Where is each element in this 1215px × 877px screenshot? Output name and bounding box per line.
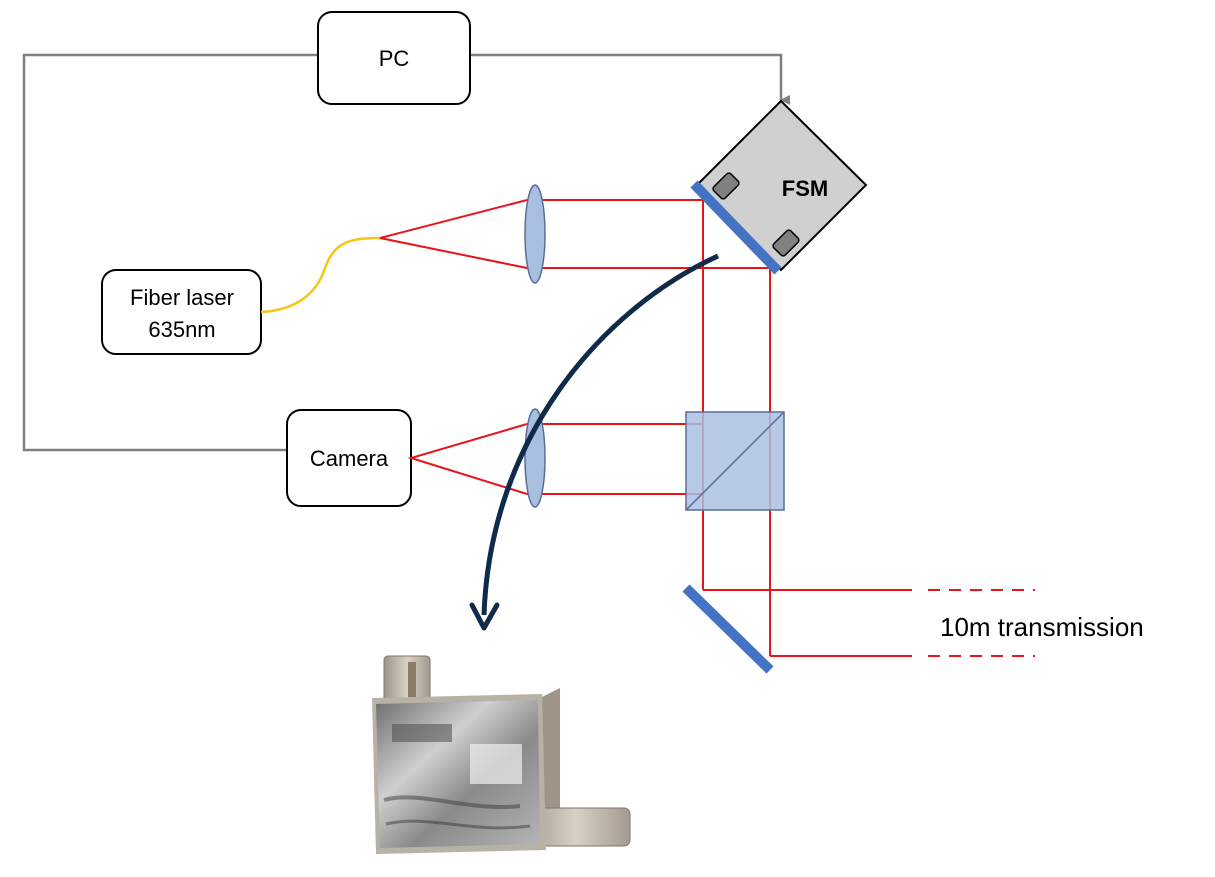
beam-splitter [686, 412, 784, 510]
callout-arrow-curve [484, 256, 718, 615]
fsm-photo-reflection-2 [470, 744, 522, 784]
pc-fsm-cable [470, 55, 781, 100]
fsm-node: FSM [694, 101, 866, 271]
fiber-laser-label-line1: Fiber laser [130, 285, 234, 310]
pc-node: PC [318, 12, 470, 104]
transmission-label: 10m transmission [940, 612, 1144, 642]
callout-arrow [472, 256, 718, 628]
fiber-laser-label-line2: 635nm [148, 317, 215, 342]
fsm-photo-reflection-1 [392, 724, 452, 742]
pc-label: PC [379, 46, 410, 71]
laser-cone-input [380, 200, 527, 268]
camera-label: Camera [310, 446, 389, 471]
camera-node: Camera [287, 410, 411, 506]
fsm-label: FSM [782, 176, 828, 201]
fiber-laser-node: Fiber laser 635nm [102, 270, 261, 354]
fsm-photo [372, 656, 630, 854]
pc-camera-cable [24, 55, 318, 450]
collimating-lens [525, 185, 545, 283]
fold-mirror [686, 588, 770, 670]
lenses [525, 185, 545, 507]
signal-lines [24, 55, 781, 450]
optical-fiber [261, 238, 380, 312]
